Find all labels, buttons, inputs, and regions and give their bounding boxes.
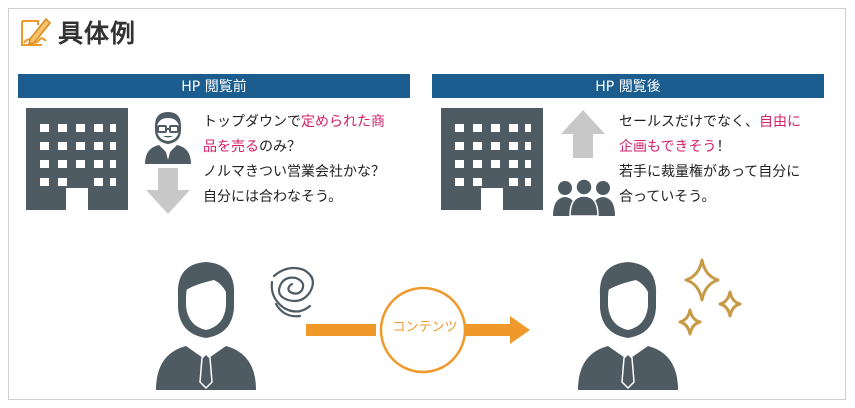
person-icon [156, 262, 256, 390]
down-arrow-icon [146, 168, 190, 214]
contents-label: コンテンツ [392, 320, 458, 335]
after-header: HP 閲覧後 [432, 74, 824, 98]
before-description: トップダウンで定められた商 品を売るのみ？ ノルマきつい営業会社かな？ 自分には… [203, 114, 385, 205]
person-icon [578, 262, 678, 390]
flow-arrow [306, 286, 530, 374]
office-building-icon [441, 108, 543, 210]
businessman-icon [145, 112, 191, 164]
before-header: HP 閲覧前 [18, 74, 410, 98]
after-description: セールスだけでなく、自由に 企画もできそう！ 若手に裁量権があって自分に 合って… [619, 114, 801, 205]
office-building-icon [26, 108, 128, 210]
pencil-note-icon [21, 17, 52, 46]
page-title: 具体例 [58, 19, 137, 48]
sparkle-icon [678, 258, 742, 336]
slide-title: 具体例 [18, 12, 136, 52]
up-arrow-icon [561, 110, 605, 158]
confused-scribble-icon [270, 266, 315, 318]
group-people-icon [553, 178, 615, 216]
